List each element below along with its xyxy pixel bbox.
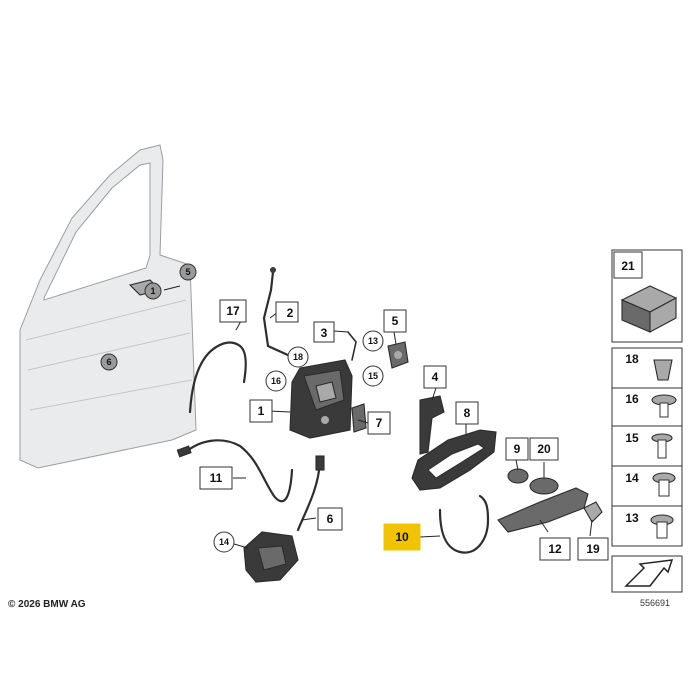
arrow-icon — [624, 559, 674, 587]
cable-6 — [296, 460, 322, 532]
callout-3[interactable]: 3 — [313, 321, 335, 343]
rod-3 — [347, 331, 357, 361]
callout-10[interactable]: 10 — [383, 523, 421, 551]
cap-9 — [507, 468, 529, 484]
svg-text:15: 15 — [368, 371, 378, 381]
svg-text:1: 1 — [258, 404, 265, 418]
bracket-4 — [419, 395, 445, 455]
diagram-number: 556691 — [640, 598, 671, 608]
callout-6-lower[interactable]: 6 — [317, 507, 343, 531]
svg-text:8: 8 — [464, 406, 471, 420]
callout-13-circle[interactable]: 13 — [362, 330, 384, 352]
cable-17 — [188, 341, 247, 414]
next-page-arrow-button[interactable] — [611, 555, 683, 593]
callout-4[interactable]: 4 — [423, 365, 447, 389]
callout-6-door[interactable]: 6 — [100, 353, 118, 371]
svg-text:4: 4 — [432, 370, 439, 384]
door-panel — [19, 144, 197, 469]
svg-text:9: 9 — [514, 442, 521, 456]
svg-text:17: 17 — [226, 304, 240, 318]
svg-text:20: 20 — [537, 442, 551, 456]
callout-2[interactable]: 2 — [275, 301, 299, 323]
svg-text:14: 14 — [219, 537, 229, 547]
sidebar-item-13[interactable]: 13 — [611, 505, 683, 547]
bowden-cable-10 — [438, 494, 490, 554]
cover-20 — [529, 477, 559, 495]
part-7-shape — [351, 403, 367, 433]
svg-text:5: 5 — [392, 314, 399, 328]
outer-handle-12 — [497, 487, 589, 533]
svg-text:16: 16 — [271, 376, 281, 386]
callout-9[interactable]: 9 — [505, 437, 529, 461]
sidebar-item-16[interactable]: 16 — [611, 387, 683, 427]
callout-11[interactable]: 11 — [199, 466, 233, 490]
svg-text:18: 18 — [293, 352, 303, 362]
svg-text:1: 1 — [150, 286, 155, 296]
callout-12[interactable]: 12 — [539, 537, 571, 561]
svg-text:11: 11 — [210, 471, 223, 485]
svg-text:5: 5 — [185, 267, 190, 277]
callout-20[interactable]: 20 — [529, 437, 559, 461]
rod-2 — [262, 270, 292, 358]
svg-text:19: 19 — [586, 542, 600, 556]
svg-text:2: 2 — [287, 306, 294, 320]
callout-17[interactable]: 17 — [219, 299, 247, 323]
rod-2-end — [270, 267, 276, 273]
callout-16-circle[interactable]: 16 — [265, 370, 287, 392]
svg-text:15: 15 — [625, 431, 639, 445]
sidebar-item-14[interactable]: 14 — [611, 465, 683, 507]
svg-text:14: 14 — [625, 471, 639, 485]
parts-sidebar: 21 18 16 15 14 — [611, 249, 683, 593]
svg-text:13: 13 — [368, 336, 378, 346]
sidebar-item-15[interactable]: 15 — [611, 425, 683, 467]
svg-text:6: 6 — [106, 357, 111, 367]
svg-text:12: 12 — [548, 542, 562, 556]
svg-text:16: 16 — [625, 392, 639, 406]
handle-carrier-8 — [411, 429, 497, 491]
svg-text:7: 7 — [376, 416, 383, 430]
callout-8[interactable]: 8 — [455, 401, 479, 425]
svg-text:10: 10 — [395, 530, 409, 544]
callout-15-circle[interactable]: 15 — [362, 365, 384, 387]
callout-7[interactable]: 7 — [367, 411, 391, 435]
callout-1-door[interactable]: 1 — [144, 282, 162, 300]
callout-1[interactable]: 1 — [249, 399, 273, 423]
copyright-text: © 2026 BMW AG — [8, 599, 86, 610]
svg-text:6: 6 — [327, 512, 334, 526]
callout-5-top[interactable]: 5 — [383, 309, 407, 333]
cover-19 — [583, 501, 603, 523]
sidebar-item-21[interactable]: 21 — [611, 249, 683, 343]
svg-text:21: 21 — [621, 259, 635, 273]
svg-text:3: 3 — [321, 326, 328, 340]
lower-lock-14 — [243, 531, 299, 583]
sidebar-item-18[interactable]: 18 — [611, 347, 683, 389]
svg-text:18: 18 — [625, 352, 639, 366]
cable-11 — [184, 439, 294, 503]
door-lock-module — [289, 359, 353, 439]
callout-19[interactable]: 19 — [577, 537, 609, 561]
callout-14-circle[interactable]: 14 — [213, 531, 235, 553]
svg-text:13: 13 — [625, 511, 639, 525]
callout-18-circle[interactable]: 18 — [287, 346, 309, 368]
callout-5-door[interactable]: 5 — [179, 263, 197, 281]
